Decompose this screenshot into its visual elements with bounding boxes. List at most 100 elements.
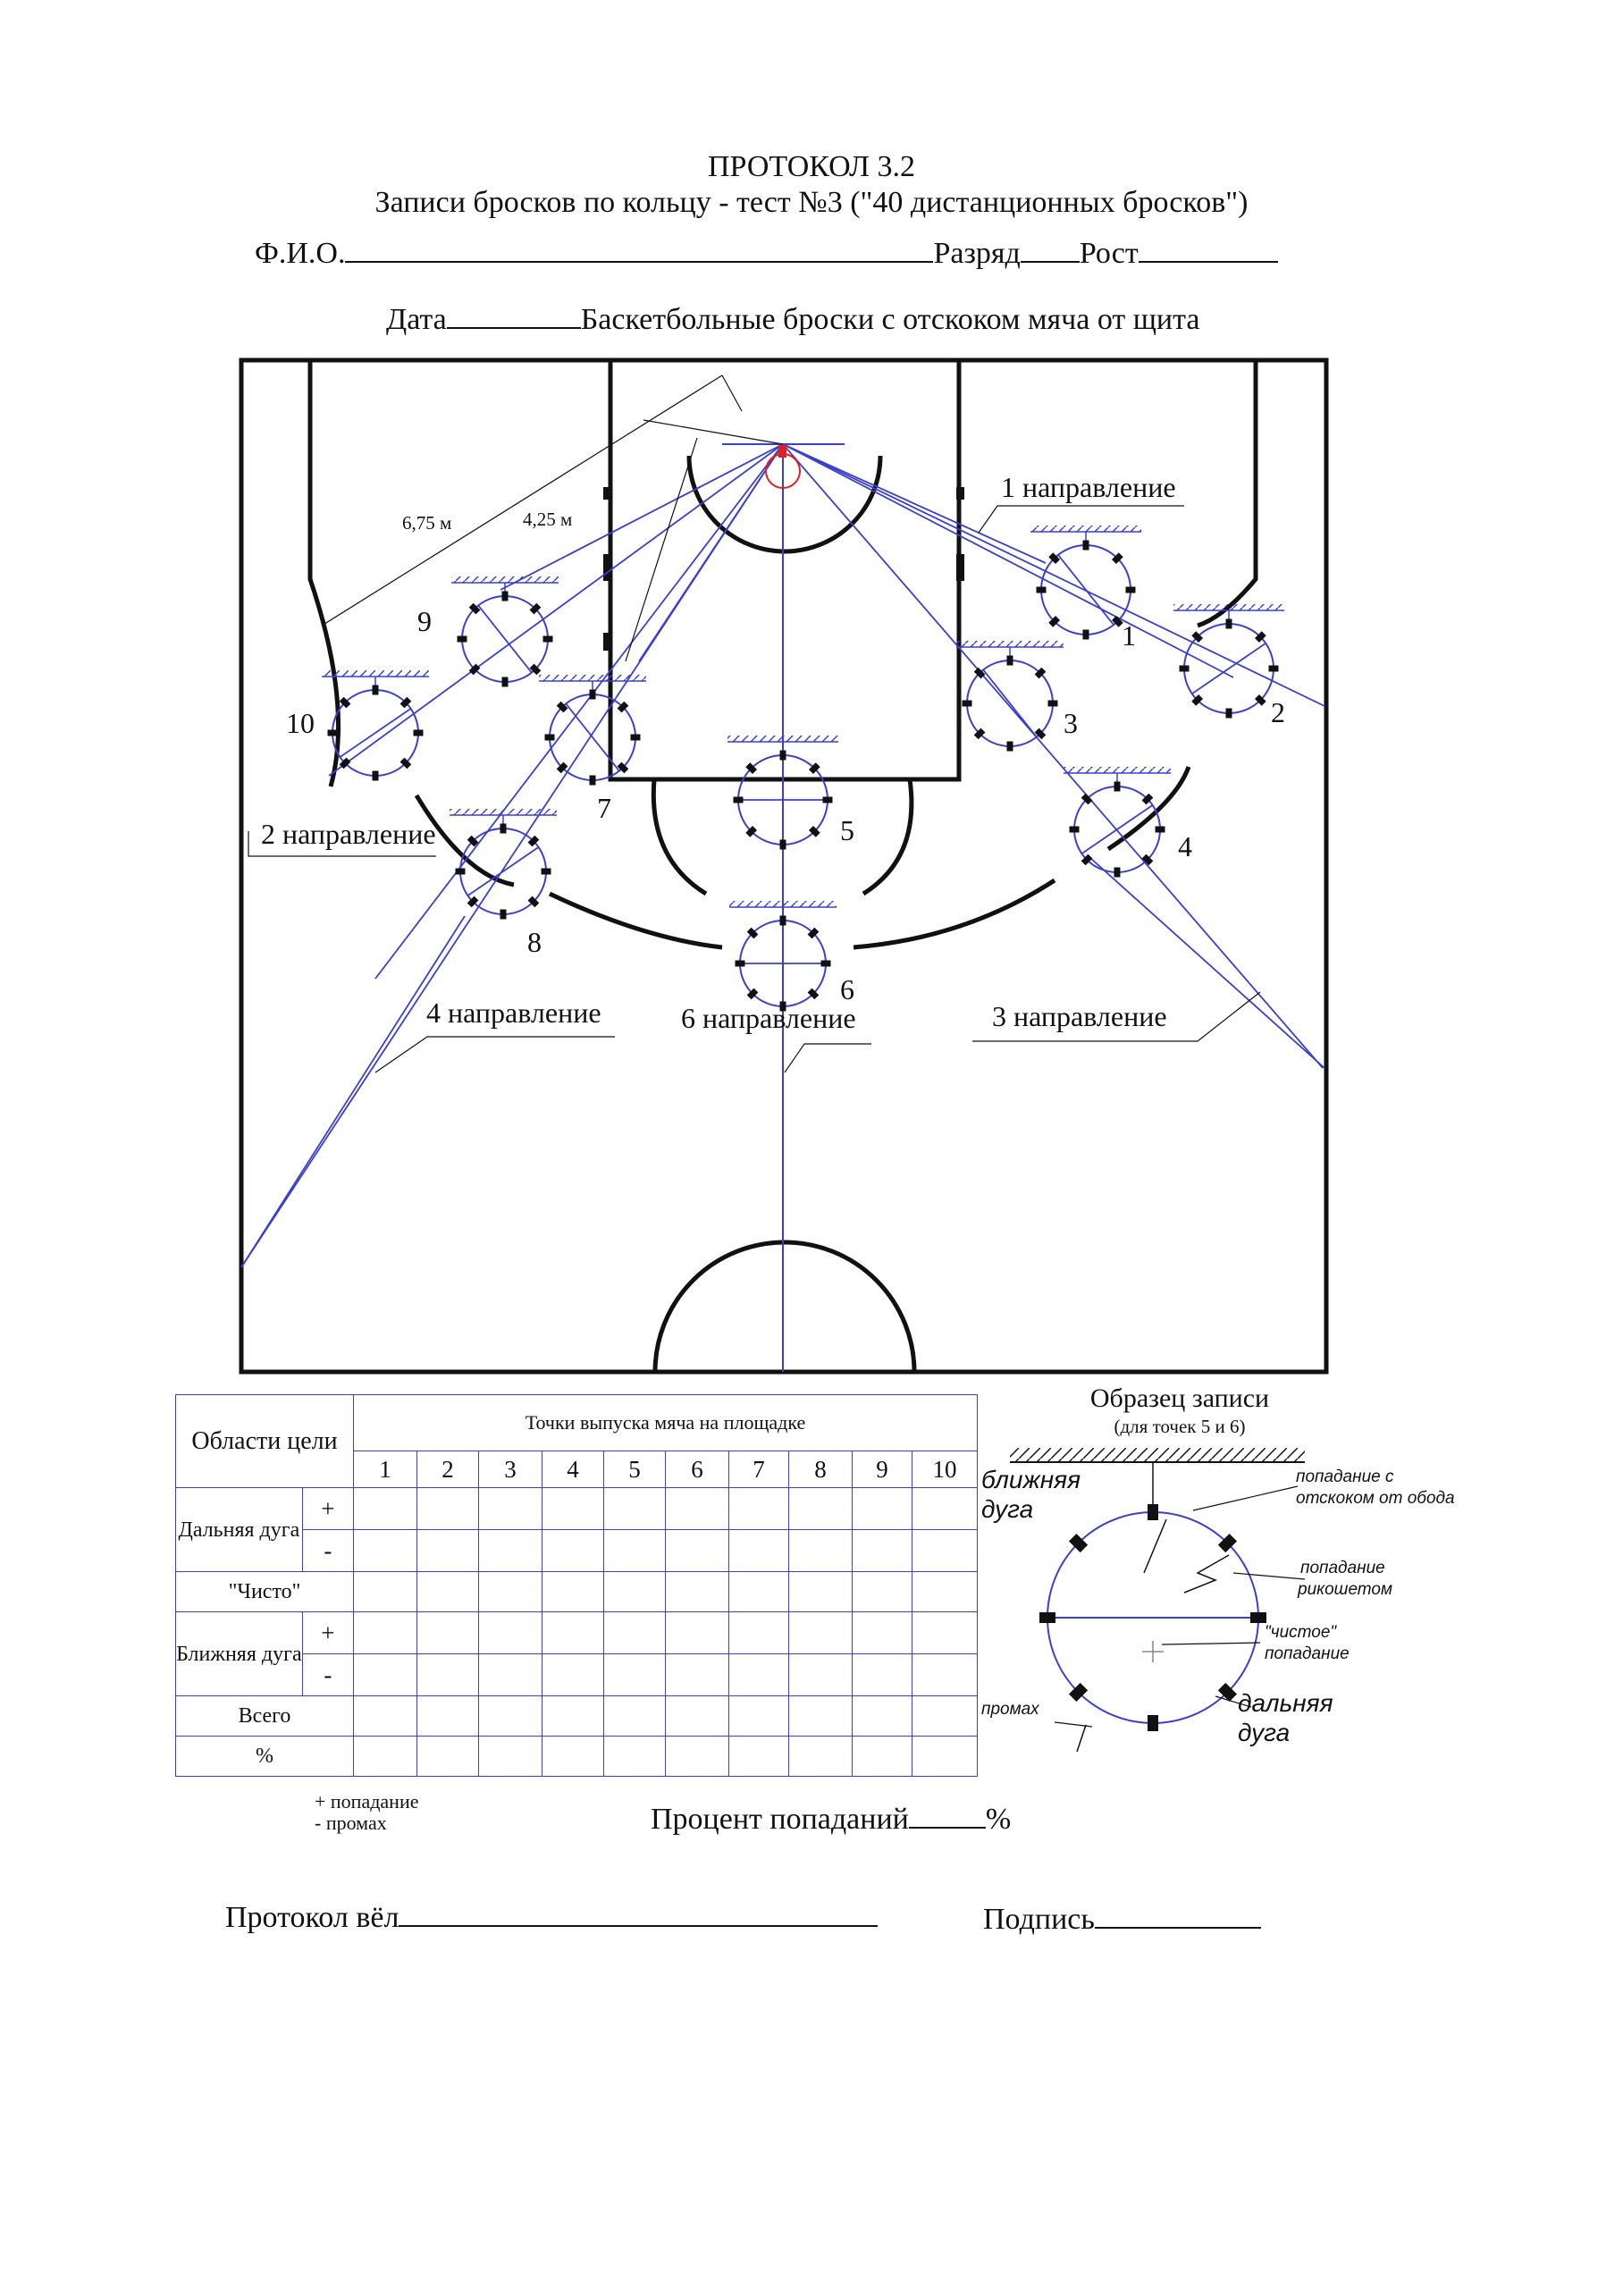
table-cell[interactable] <box>912 1571 978 1612</box>
table-cell[interactable] <box>416 1571 479 1612</box>
target-diameter <box>339 708 412 758</box>
table-cell[interactable] <box>542 1695 604 1737</box>
table-cell[interactable] <box>665 1611 729 1654</box>
table-cell[interactable] <box>542 1653 604 1696</box>
table-cell[interactable] <box>788 1653 853 1696</box>
table-cell[interactable] <box>603 1736 666 1777</box>
table-cell[interactable] <box>665 1695 729 1737</box>
legend-miss: - промах <box>315 1812 387 1834</box>
table-cell[interactable] <box>665 1653 729 1696</box>
table-cell[interactable] <box>353 1653 417 1696</box>
table-cell[interactable] <box>353 1571 417 1612</box>
table-cell[interactable] <box>416 1736 479 1777</box>
table-cell[interactable] <box>542 1487 604 1530</box>
date-field[interactable] <box>446 302 581 329</box>
table-cell[interactable] <box>788 1529 853 1572</box>
table-cell[interactable] <box>353 1695 417 1737</box>
table-cell[interactable] <box>665 1529 729 1572</box>
table-cell[interactable] <box>728 1736 789 1777</box>
table-cell[interactable] <box>478 1571 542 1612</box>
table-cell[interactable] <box>416 1529 479 1572</box>
table-cell[interactable] <box>665 1736 729 1777</box>
table-cell[interactable] <box>728 1487 789 1530</box>
table-cell[interactable] <box>665 1571 729 1612</box>
table-cell[interactable] <box>788 1611 853 1654</box>
signature-line: Подпись <box>983 1902 1261 1937</box>
fio-field[interactable] <box>345 236 934 263</box>
row-sign: + <box>301 1611 355 1654</box>
table-cell[interactable] <box>416 1653 479 1696</box>
target-tick <box>1225 618 1232 629</box>
table-cell[interactable] <box>478 1611 542 1654</box>
table-cell[interactable] <box>478 1653 542 1696</box>
direction-line <box>500 443 784 591</box>
table-cell[interactable] <box>852 1529 912 1572</box>
table-cell[interactable] <box>478 1487 542 1530</box>
target-tick <box>746 927 759 939</box>
target-tick <box>1069 826 1080 833</box>
table-cell[interactable] <box>912 1736 978 1777</box>
table-cell[interactable] <box>912 1695 978 1737</box>
near-arc-label: ближняя <box>981 1466 1081 1493</box>
sample-tick <box>1068 1682 1089 1703</box>
table-cell[interactable] <box>353 1736 417 1777</box>
three-point-arc-seg <box>853 878 1056 950</box>
column-header: 3 <box>478 1451 542 1488</box>
table-cell[interactable] <box>852 1736 912 1777</box>
target-tick <box>617 761 629 774</box>
table-cell[interactable] <box>912 1529 978 1572</box>
table-cell[interactable] <box>353 1487 417 1530</box>
table-cell[interactable] <box>728 1611 789 1654</box>
target-tick <box>544 734 555 741</box>
rost-field[interactable] <box>1138 236 1278 263</box>
table-cell[interactable] <box>603 1695 666 1737</box>
point-number: 3 <box>1064 707 1078 739</box>
table-cell[interactable] <box>416 1695 479 1737</box>
table-cell[interactable] <box>912 1653 978 1696</box>
table-cell[interactable] <box>416 1611 479 1654</box>
table-cell[interactable] <box>852 1571 912 1612</box>
table-cell[interactable] <box>788 1695 853 1737</box>
row-sign: + <box>301 1487 355 1530</box>
table-cell[interactable] <box>603 1487 666 1530</box>
table-cell[interactable] <box>353 1611 417 1654</box>
target-diameter <box>982 669 1038 738</box>
table-cell[interactable] <box>665 1487 729 1530</box>
table-cell[interactable] <box>852 1695 912 1737</box>
table-cell[interactable] <box>603 1653 666 1696</box>
percent-field[interactable] <box>908 1802 986 1829</box>
table-cell[interactable] <box>852 1487 912 1530</box>
column-header: 5 <box>603 1451 666 1488</box>
table-cell[interactable] <box>788 1487 853 1530</box>
table-cell[interactable] <box>603 1611 666 1654</box>
table-cell[interactable] <box>478 1695 542 1737</box>
leader-line <box>978 505 1184 534</box>
table-cell[interactable] <box>542 1736 604 1777</box>
table-cell[interactable] <box>542 1529 604 1572</box>
signature-field[interactable] <box>1094 1902 1261 1929</box>
table-cell[interactable] <box>478 1529 542 1572</box>
table-cell[interactable] <box>788 1736 853 1777</box>
table-cell[interactable] <box>542 1571 604 1612</box>
target-tick <box>339 757 351 770</box>
table-cell[interactable] <box>912 1611 978 1654</box>
table-cell[interactable] <box>728 1653 789 1696</box>
target-tick <box>807 927 820 939</box>
table-cell[interactable] <box>852 1653 912 1696</box>
table-cell[interactable] <box>788 1571 853 1612</box>
shot-point-8 <box>450 809 557 920</box>
table-cell[interactable] <box>416 1487 479 1530</box>
table-cell[interactable] <box>353 1529 417 1572</box>
table-cell[interactable] <box>912 1487 978 1530</box>
table-cell[interactable] <box>852 1611 912 1654</box>
protocol-field[interactable] <box>399 1900 879 1927</box>
table-cell[interactable] <box>728 1695 789 1737</box>
target-tick <box>1191 694 1204 706</box>
razryad-field[interactable] <box>1020 236 1080 263</box>
table-cell[interactable] <box>603 1529 666 1572</box>
table-cell[interactable] <box>728 1529 789 1572</box>
table-cell[interactable] <box>603 1571 666 1612</box>
table-cell[interactable] <box>478 1736 542 1777</box>
table-cell[interactable] <box>728 1571 789 1612</box>
table-cell[interactable] <box>542 1611 604 1654</box>
